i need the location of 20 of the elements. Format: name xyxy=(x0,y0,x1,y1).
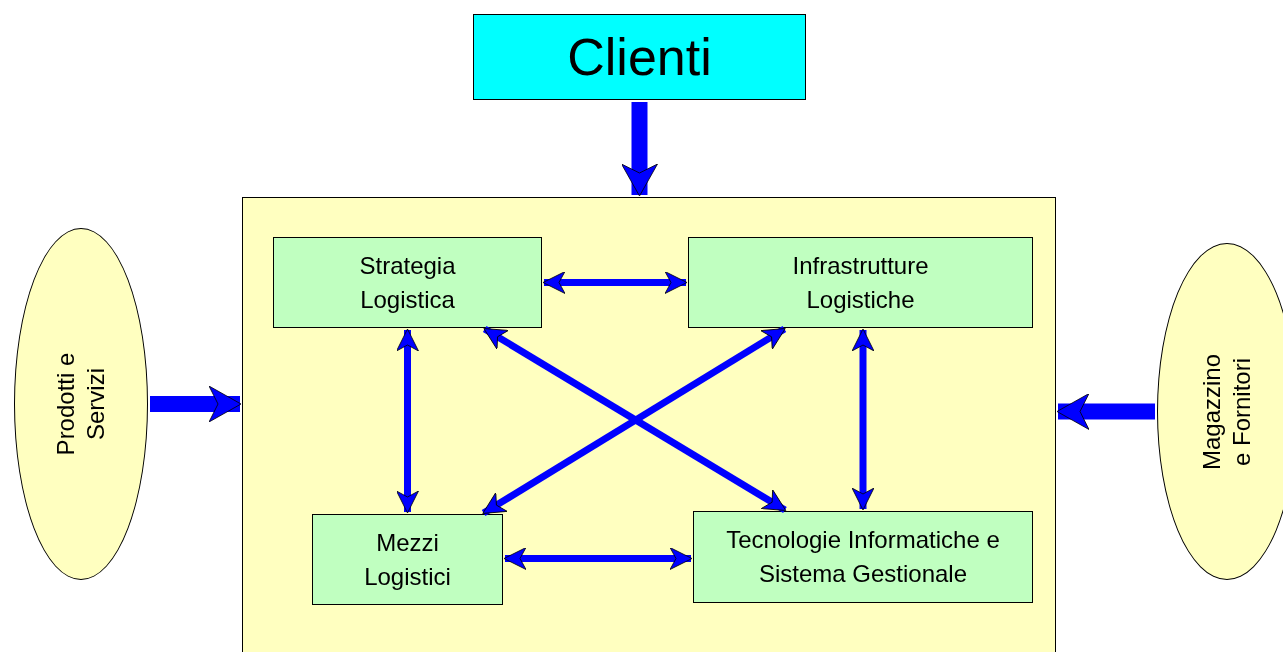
process-box xyxy=(688,237,1033,328)
node-label: Clienti xyxy=(567,27,712,88)
node-label: Strategia Logistica xyxy=(358,250,457,315)
node-label: Tecnologie Informatiche e Sistema Gestionale xyxy=(725,525,1001,589)
arrow xyxy=(851,328,875,511)
node-label: Infrastrutture Logistiche xyxy=(791,250,930,315)
process-box xyxy=(693,511,1033,603)
arrow xyxy=(1056,393,1155,430)
arrow xyxy=(621,102,658,197)
process-box xyxy=(473,14,806,100)
arrow xyxy=(542,271,688,294)
node-label: Mezzi Logistici xyxy=(363,527,452,592)
container-box xyxy=(242,197,1056,652)
node-label: Prodotti e Servizi xyxy=(52,352,109,456)
arrow xyxy=(396,328,419,514)
node-label: Magazzino e Fornitori xyxy=(1198,353,1255,470)
process-box xyxy=(312,514,503,605)
arrow xyxy=(503,547,693,570)
arrow xyxy=(150,385,242,423)
process-box xyxy=(273,237,542,328)
